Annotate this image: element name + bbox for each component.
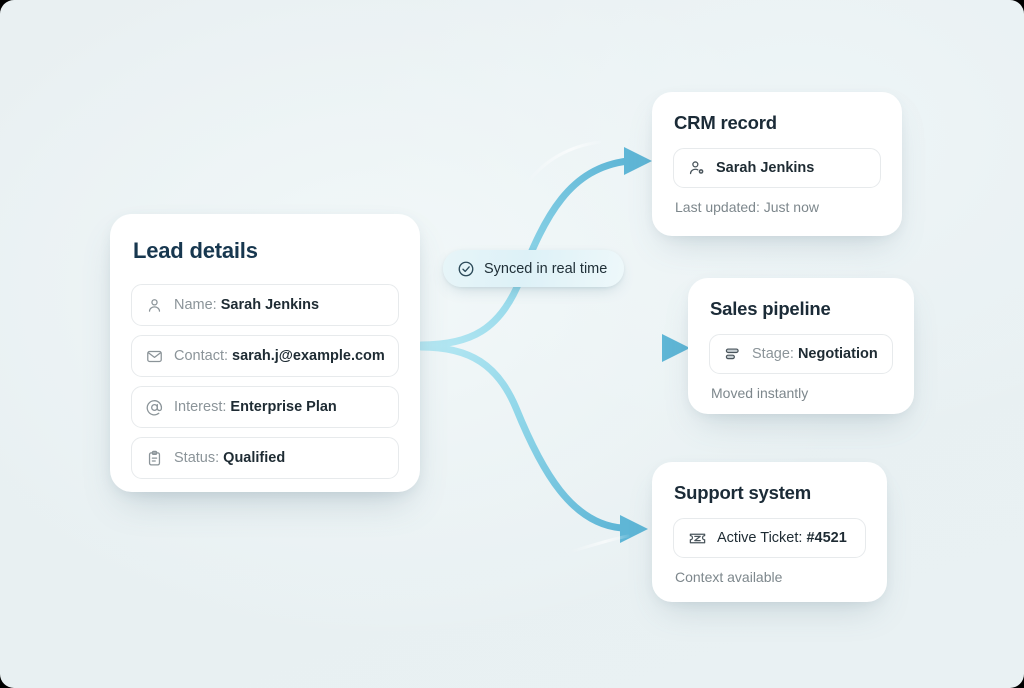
crm-record-card: CRM record Sarah Jenkins Last updated: J… xyxy=(652,92,902,236)
crm-record-title: CRM record xyxy=(674,112,777,133)
sales-pipeline-chip[interactable]: Stage: Negotiation xyxy=(709,334,893,374)
lead-details-title: Lead details xyxy=(133,238,258,263)
lead-field-name[interactable]: Name: Sarah Jenkins xyxy=(131,284,399,326)
lead-details-card: Lead details Name: Sarah Jenkins Contact… xyxy=(110,214,420,492)
sales-pipeline-title: Sales pipeline xyxy=(710,298,831,319)
user-badge-icon xyxy=(689,161,704,175)
lead-field-status-value: Qualified xyxy=(223,450,286,466)
crm-record-caption: Last updated: Just now xyxy=(675,199,819,215)
lead-field-name-label: Name: xyxy=(174,297,217,313)
at-sign-icon xyxy=(146,399,163,415)
crm-record-chip-text: Sarah Jenkins xyxy=(716,160,814,176)
lead-field-contact-text: Contact: sarah.j@example.com xyxy=(174,348,385,364)
support-system-chip-text: Active Ticket: #4521 xyxy=(717,530,847,546)
synced-in-real-time-badge: Synced in real time xyxy=(443,250,625,287)
clipboard-icon xyxy=(148,450,161,466)
support-system-chip-label: Active Ticket: xyxy=(717,530,803,546)
support-system-chip[interactable]: Active Ticket: #4521 xyxy=(673,518,866,558)
sales-pipeline-chip-value: Negotiation xyxy=(797,346,878,362)
envelope-icon xyxy=(147,350,162,362)
lead-field-interest-text: Interest: Enterprise Plan xyxy=(174,399,337,415)
sales-pipeline-chip-label: Stage: xyxy=(752,346,794,362)
lead-field-contact-label: Contact: xyxy=(174,348,228,364)
kanban-bars-icon xyxy=(725,348,739,360)
lead-field-contact-value: sarah.j@example.com xyxy=(232,348,385,364)
user-icon xyxy=(148,298,161,312)
lead-field-status[interactable]: Status: Qualified xyxy=(131,437,399,479)
lead-field-interest[interactable]: Interest: Enterprise Plan xyxy=(131,386,399,428)
crm-record-chip[interactable]: Sarah Jenkins xyxy=(673,148,881,188)
support-system-caption: Context available xyxy=(675,569,783,585)
lead-field-interest-label: Interest: xyxy=(174,399,227,415)
lead-field-contact[interactable]: Contact: sarah.j@example.com xyxy=(131,335,399,377)
lead-field-interest-value: Enterprise Plan xyxy=(230,399,337,415)
ticket-icon xyxy=(689,533,706,543)
lead-field-name-value: Sarah Jenkins xyxy=(220,297,320,313)
crm-record-chip-value: Sarah Jenkins xyxy=(716,160,815,176)
synced-badge-label: Synced in real time xyxy=(484,260,608,277)
sales-pipeline-caption: Moved instantly xyxy=(711,385,809,401)
support-system-card: Support system Active Ticket: #4521 Cont… xyxy=(652,462,887,602)
lead-field-status-label: Status: xyxy=(174,450,220,466)
sales-pipeline-card: Sales pipeline Stage: Negotiation Moved … xyxy=(688,278,914,414)
support-system-title: Support system xyxy=(674,482,812,503)
check-circle-icon xyxy=(458,261,474,276)
lead-field-status-text: Status: Qualified xyxy=(174,450,285,466)
support-system-chip-value: #4521 xyxy=(806,530,847,546)
sales-pipeline-chip-text: Stage: Negotiation xyxy=(752,346,878,362)
lead-field-name-text: Name: Sarah Jenkins xyxy=(174,297,319,313)
